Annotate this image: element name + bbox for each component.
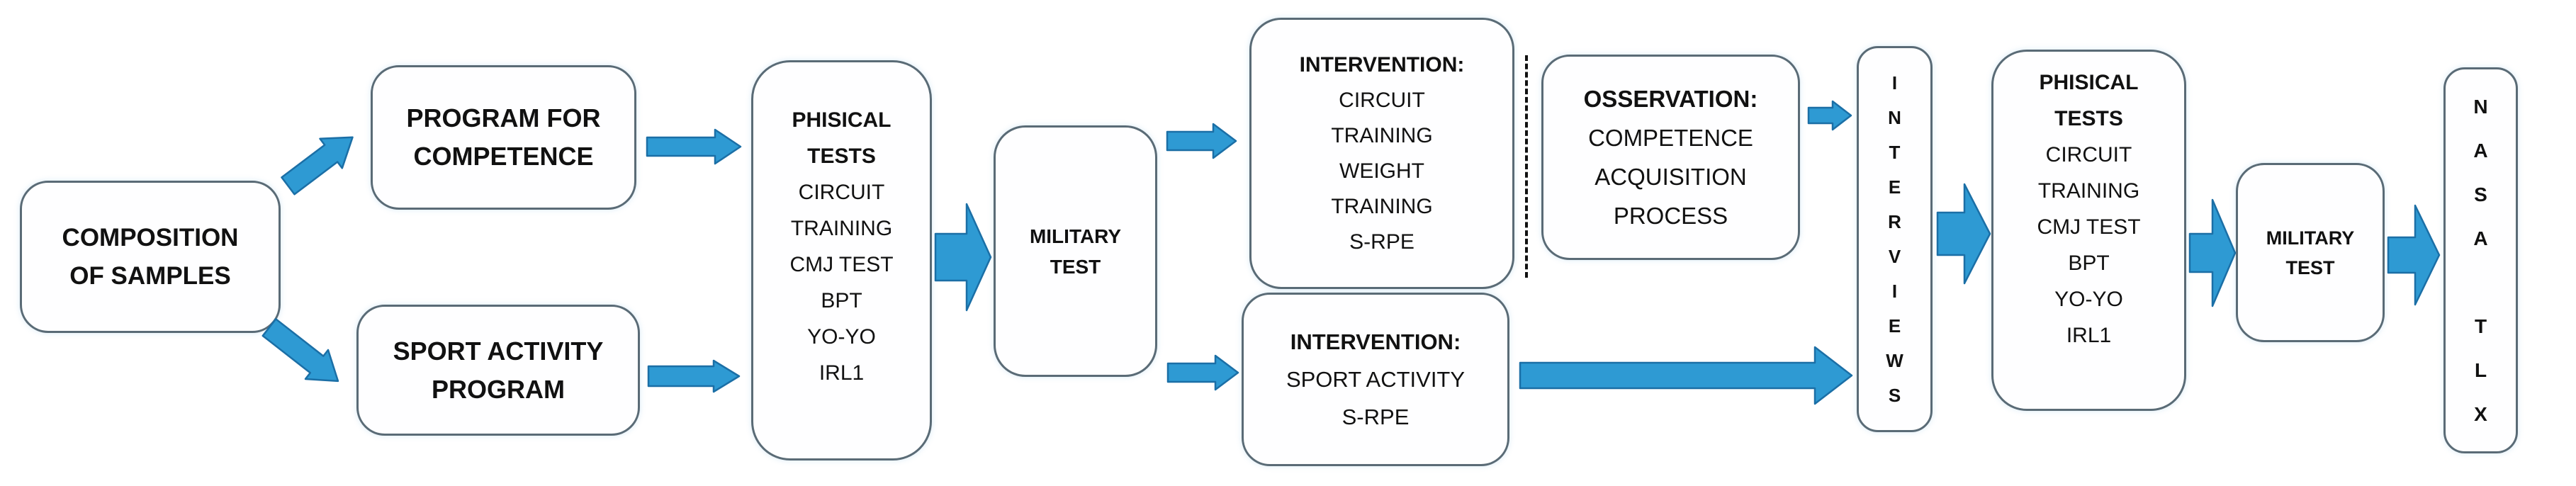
node-letter: V bbox=[1888, 245, 1901, 267]
node-line: IRL1 bbox=[2066, 324, 2112, 347]
node-letter: W bbox=[1886, 349, 1903, 371]
arrow-up-right-icon bbox=[281, 136, 354, 196]
node-letter: N bbox=[2473, 95, 2488, 118]
node-line: S-RPE bbox=[1342, 405, 1410, 429]
node-line: YO-YO bbox=[807, 324, 876, 349]
node-osservation: OSSERVATION: COMPETENCE ACQUISITION PROC… bbox=[1541, 55, 1800, 260]
arrow-right-icon-intervention-to-interviews-long bbox=[1519, 346, 1853, 405]
node-line: INTERVENTION: bbox=[1299, 52, 1465, 77]
arrow-right-icon-tests-to-military-1 bbox=[934, 203, 992, 312]
node-letter: L bbox=[2474, 358, 2487, 381]
node-intervention-circuit-training: INTERVENTION: CIRCUIT TRAINING WEIGHT TR… bbox=[1249, 18, 1514, 289]
node-line: TRAINING bbox=[1331, 123, 1433, 147]
node-letter: A bbox=[2473, 139, 2488, 162]
arrow-right-icon-military-to-nasa bbox=[2387, 204, 2441, 306]
node-line: CMJ TEST bbox=[789, 252, 894, 276]
node-line: PROGRAM FOR bbox=[406, 103, 601, 132]
node-line: SPORT ACTIVITY bbox=[393, 336, 604, 366]
node-line: TESTS bbox=[807, 144, 876, 168]
node-letter: R bbox=[1888, 210, 1901, 232]
node-line: CIRCUIT bbox=[1339, 88, 1425, 112]
arrow-right-icon-program-to-tests bbox=[646, 128, 742, 165]
node-line: PHISICAL bbox=[2039, 71, 2139, 94]
node-line: WEIGHT bbox=[1339, 159, 1424, 183]
arrow-right-icon-sport-to-tests bbox=[647, 359, 741, 393]
node-line: MILITARY bbox=[1029, 225, 1122, 247]
node-letter: E bbox=[1888, 176, 1901, 198]
node-line: TRAINING bbox=[790, 216, 893, 240]
node-letter: S bbox=[2474, 183, 2487, 205]
node-line: CIRCUIT bbox=[2045, 143, 2132, 166]
node-phisical-tests-1: PHISICAL TESTS CIRCUIT TRAINING CMJ TEST… bbox=[751, 60, 932, 460]
arrow-right-icon-tests-to-military-2 bbox=[2188, 198, 2237, 307]
node-letter: N bbox=[1888, 106, 1901, 128]
node-letter: I bbox=[1891, 72, 1898, 94]
node-military-test-2: MILITARY TEST bbox=[2236, 163, 2385, 342]
node-interviews: I N T E R V I E W S bbox=[1857, 46, 1933, 432]
node-line: BPT bbox=[2068, 252, 2110, 275]
node-letter: A bbox=[2473, 227, 2488, 249]
node-phisical-tests-2: PHISICAL TESTS CIRCUIT TRAINING CMJ TEST… bbox=[1991, 50, 2186, 411]
node-sport-activity-program: SPORT ACTIVITY PROGRAM bbox=[356, 305, 640, 436]
node-line: COMPETENCE bbox=[1588, 125, 1753, 151]
node-line: TEST bbox=[1050, 255, 1101, 278]
node-line: OSSERVATION: bbox=[1583, 86, 1758, 112]
node-line: PROCESS bbox=[1613, 203, 1728, 229]
node-line: PHISICAL bbox=[792, 108, 892, 132]
node-line: OF SAMPLES bbox=[69, 261, 231, 290]
node-letter: T bbox=[1889, 141, 1901, 163]
node-line: COMPOSITION bbox=[62, 223, 239, 252]
node-line: S-RPE bbox=[1349, 230, 1414, 254]
arrow-right-icon-osservation-to-interviews bbox=[1807, 100, 1852, 131]
node-nasa-tlx: N A S A T L X bbox=[2443, 67, 2518, 453]
node-line: SPORT ACTIVITY bbox=[1286, 367, 1466, 392]
node-line: MILITARY bbox=[2266, 227, 2355, 249]
node-line: BPT bbox=[821, 288, 862, 312]
arrow-right-icon-military-to-intervention-bottom bbox=[1166, 354, 1239, 391]
node-letter: T bbox=[2474, 315, 2487, 337]
node-composition-of-samples: COMPOSITION OF SAMPLES bbox=[20, 181, 281, 333]
node-line: INTERVENTION: bbox=[1290, 329, 1461, 354]
node-line: YO-YO bbox=[2054, 288, 2123, 311]
arrow-right-icon-interviews-to-tests bbox=[1936, 183, 1991, 285]
node-line: COMPETENCE bbox=[413, 142, 594, 171]
node-line: CIRCUIT bbox=[798, 180, 885, 204]
node-letter: X bbox=[2474, 402, 2487, 425]
node-letter: I bbox=[1891, 280, 1898, 302]
node-line: TRAINING bbox=[2037, 179, 2140, 203]
node-line: TESTS bbox=[2054, 107, 2123, 130]
node-letter: S bbox=[1888, 384, 1901, 406]
node-intervention-sport-activity: INTERVENTION: SPORT ACTIVITY S-RPE bbox=[1242, 293, 1509, 466]
node-military-test-1: MILITARY TEST bbox=[994, 125, 1157, 377]
node-line: IRL1 bbox=[819, 361, 865, 385]
node-line: TRAINING bbox=[1331, 194, 1433, 218]
arrow-down-right-icon bbox=[261, 318, 339, 383]
arrow-right-icon-military-to-intervention-top bbox=[1166, 123, 1237, 159]
node-line: CMJ TEST bbox=[2037, 215, 2141, 239]
node-program-for-competence: PROGRAM FOR COMPETENCE bbox=[371, 65, 636, 210]
node-line: ACQUISITION bbox=[1594, 164, 1747, 190]
node-letter: E bbox=[1888, 315, 1901, 337]
node-line: PROGRAM bbox=[432, 374, 565, 404]
node-line: TEST bbox=[2285, 256, 2335, 278]
dashed-divider bbox=[1525, 55, 1528, 278]
